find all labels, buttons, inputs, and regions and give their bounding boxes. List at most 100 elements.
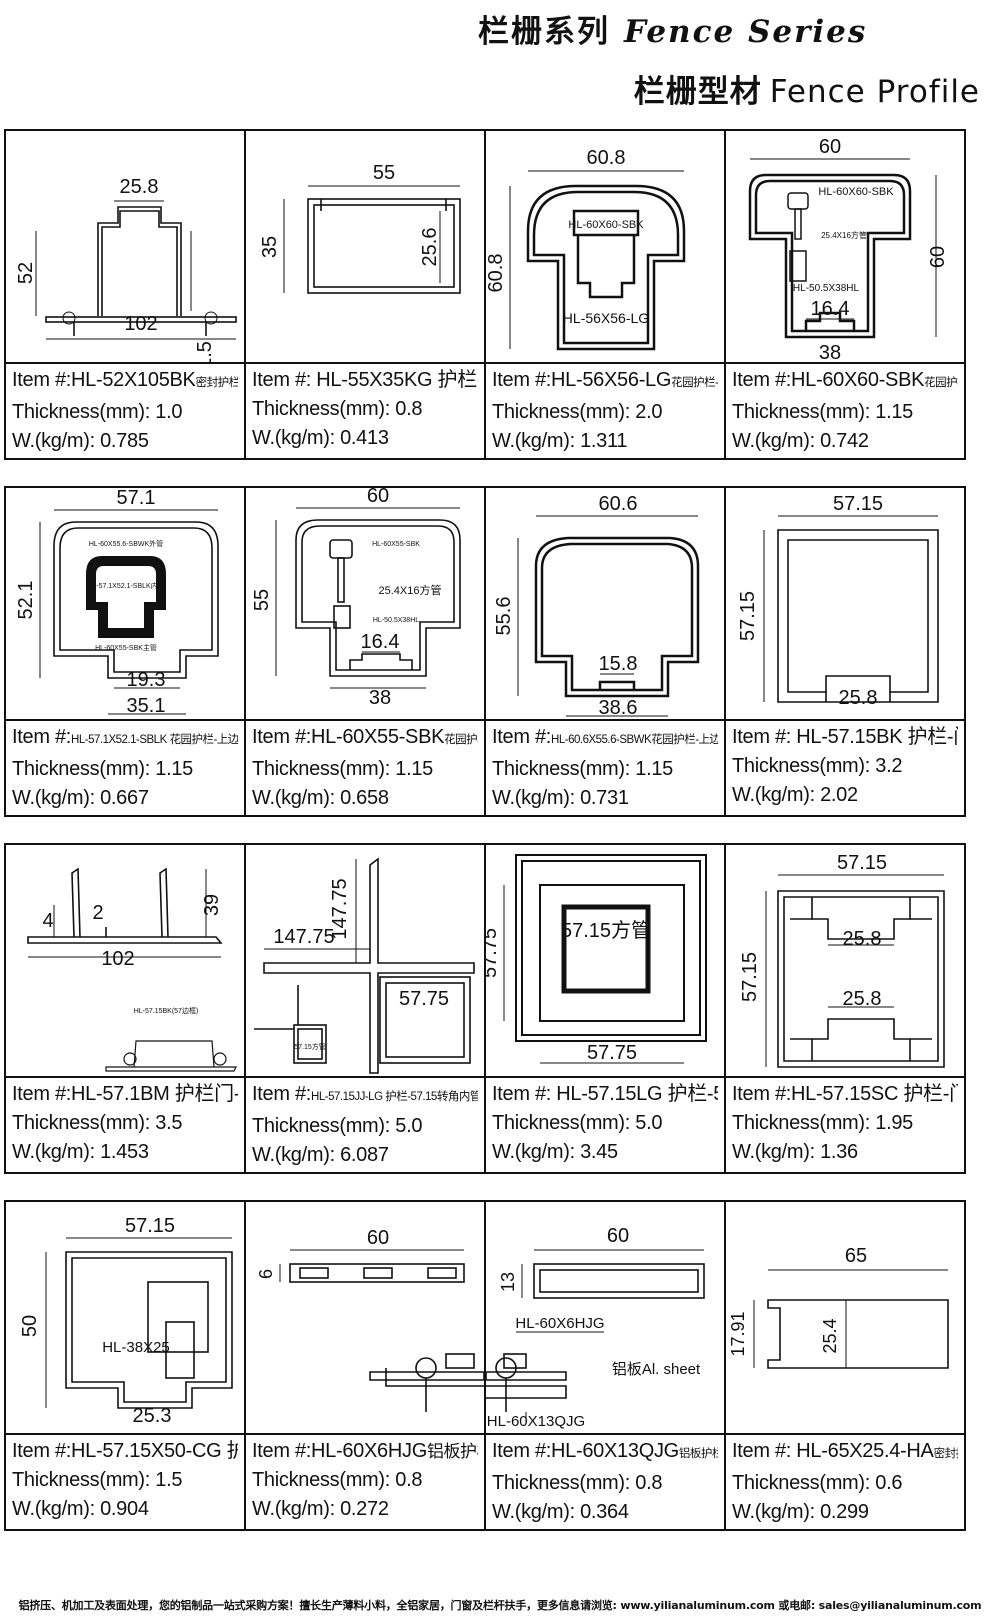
weight-value: W.(kg/m): 1.311 (492, 430, 628, 452)
footer-contact: 铝挤压、机加工及表面处理，您的铝制品一站式采购方案！擅长生产薄料小料，全铝家居，… (18, 1599, 982, 1612)
dim-label: 4 (42, 910, 53, 932)
profile-card: 57.15 50 HL-38X25 25.3 Item #:HL-57.15X5… (4, 1200, 246, 1531)
dim-label: 60 (607, 1225, 629, 1247)
item-number: Item #:HL-60.6X55.6-SBWK花园护栏-上边外框 (492, 726, 718, 748)
thickness-value: Thickness(mm): 1.15 (492, 758, 674, 780)
profile-drawing: 57.15 50 HL-38X25 25.3 (19, 1215, 233, 1427)
item-info: Item #:HL-52X105BK密封护栏-左右边框 Thickness(mm… (6, 362, 244, 458)
profile-drawing: 60 13 HL-60X6HJG 铝板Al. sheet HL-60X13QJG (486, 1225, 705, 1430)
weight-value: W.(kg/m): 0.299 (732, 1501, 869, 1523)
dim-label: 25.4 (820, 1318, 840, 1353)
item-number: Item #:HL-57.15SC 护栏-门框 (732, 1083, 958, 1105)
dim-label: 57.15 (737, 591, 759, 641)
item-info: Item #:HL-57.1X52.1-SBLK 花园护栏-上边内框 Thick… (6, 719, 244, 815)
dim-label: 57.15方管 (561, 919, 651, 942)
profile-card: 147.75 147.75 57.75 57.15方管 Item #:HL-57… (244, 843, 486, 1174)
weight-value: W.(kg/m): 0.785 (12, 430, 149, 452)
profile-card: 57.1 HL-60X55.6-SBWK外管 52.1 HL-57.1X52.1… (4, 486, 246, 817)
item-info: Item #:HL-60X60-SBK花园护栏-上边框 Thickness(mm… (726, 362, 964, 458)
weight-value: W.(kg/m): 0.364 (492, 1501, 629, 1523)
profile-drawing: 60.8 60.8 HL-60X60-SBK HL-56X56-LG (486, 147, 686, 351)
dim-label: 57.75 (486, 928, 501, 978)
dim-label: HL-60X60-SBK (818, 186, 894, 198)
item-number: Item #:HL-57.1X52.1-SBLK 花园护栏-上边内框 (12, 726, 238, 748)
dim-label: HL-60X13QJG (487, 1413, 585, 1430)
dim-label: 39 (201, 894, 223, 916)
thickness-value: Thickness(mm): 1.0 (12, 401, 183, 423)
profile-card: 60 HL-60X55-SBK 55 25.4X16方管 HL-50.5X38H… (244, 486, 486, 817)
dim-label: HL-50.5X38HL (793, 283, 860, 294)
dim-label: HL-56X56-LG (563, 310, 649, 326)
weight-value: W.(kg/m): 0.658 (252, 787, 389, 809)
thickness-value: Thickness(mm): 1.15 (252, 758, 434, 780)
dim-label: HL-60X55.6-SBWK外管 (89, 539, 163, 548)
item-number: Item #:HL-56X56-LG花园护栏-上边框外管 (492, 369, 718, 391)
dim-label: 57.15 (739, 952, 761, 1002)
dim-label: 38.6 (599, 697, 638, 719)
weight-value: W.(kg/m): 1.36 (732, 1141, 858, 1163)
dim-label: 25.8 (839, 687, 878, 709)
item-number: Item #: HL-65X25.4-HA密封护栏-竖板 (732, 1440, 958, 1462)
profile-drawing: 60.6 55.6 15.8 38.6 (493, 493, 700, 719)
dim-label: 35.1 (127, 695, 166, 717)
item-info: Item #: HL-65X25.4-HA密封护栏-竖板 Thickness(m… (726, 1433, 964, 1529)
dim-label: 57.15方管 (294, 1042, 326, 1051)
weight-value: W.(kg/m): 3.45 (492, 1141, 618, 1163)
profile-drawing: 57.15 57.15 25.8 25.8 (739, 852, 945, 1068)
profile-drawing: 25.8 52 1.5 102 (15, 176, 237, 364)
weight-value: W.(kg/m): 1.453 (12, 1141, 149, 1163)
item-number: Item #:HL-57.15X50-CG 护栏-槽管 (12, 1440, 238, 1462)
item-number: Item #: HL-57.15BK 护栏-门框 (732, 726, 958, 748)
dim-label: 60.8 (587, 147, 626, 169)
dim-label: 102 (101, 948, 134, 970)
thickness-value: Thickness(mm): 0.6 (732, 1472, 903, 1494)
profile-card: 60 HL-60X60-SBK 25.4X16方管 60 HL-50.5X38H… (724, 129, 966, 460)
dim-label: 57.15 (833, 493, 883, 515)
dim-label: HL-60X60-SBK (568, 219, 644, 231)
weight-value: W.(kg/m): 0.731 (492, 787, 629, 809)
profile-drawing: 147.75 147.75 57.75 57.15方管 (254, 857, 475, 1074)
profile-card: 25.8 52 1.5 102 Item #:HL-52X105BK密封护栏-左… (4, 129, 246, 460)
profile-drawing: 55 35 25.6 (259, 162, 461, 294)
dim-label: 60.8 (486, 254, 507, 293)
dim-label: 55 (373, 162, 395, 184)
dim-label: 16.4 (361, 631, 400, 653)
profile-drawing: 60 HL-60X60-SBK 25.4X16方管 60 HL-50.5X38H… (748, 136, 949, 364)
dim-label: 17.91 (728, 1311, 748, 1356)
dim-label: 52.1 (15, 581, 37, 620)
dim-label: 60 (367, 488, 389, 507)
item-number: Item #:HL-60X60-SBK花园护栏-上边框 (732, 369, 958, 391)
dim-label: 55.6 (493, 597, 515, 636)
item-info: Item #: HL-57.15LG 护栏-57.15内管 Thickness(… (486, 1076, 724, 1172)
profile-drawing: 57.15 57.15 25.8 (737, 493, 939, 709)
dim-label: 55 (251, 589, 273, 611)
dim-label: 铝板Al. sheet (612, 1360, 701, 1378)
item-number: Item #:HL-60X13QJG铝板护栏-前夹管 (492, 1440, 718, 1462)
dim-label: HL-38X25 (102, 1339, 170, 1356)
dim-label: HL-57.15BK(57边框) (134, 1006, 199, 1015)
dim-label: HL-60X55-SBK (372, 541, 420, 548)
weight-value: W.(kg/m): 0.904 (12, 1498, 149, 1520)
dim-label: 38 (819, 342, 841, 364)
item-number: Item #:HL-52X105BK密封护栏-左右边框 (12, 369, 238, 391)
dim-label: 50 (19, 1315, 41, 1337)
item-info: Item #:HL-60.6X55.6-SBWK花园护栏-上边外框 Thickn… (486, 719, 724, 815)
profile-card: 60 13 HL-60X6HJG 铝板Al. sheet HL-60X13QJG… (484, 1200, 726, 1531)
item-info: Item #:HL-57.1BM 护栏门-边码 Thickness(mm): 3… (6, 1076, 244, 1172)
profile-card: 60.8 60.8 HL-60X60-SBK HL-56X56-LG Item … (484, 129, 726, 460)
dim-label: 65 (845, 1245, 867, 1267)
profile-drawing: 60 HL-60X55-SBK 55 25.4X16方管 HL-50.5X38H… (251, 488, 461, 709)
dim-label: 25.6 (419, 228, 441, 267)
item-info: Item #:HL-57.15X50-CG 护栏-槽管 Thickness(mm… (6, 1433, 244, 1529)
item-number: Item #: HL-57.15LG 护栏-57.15内管 (492, 1083, 718, 1105)
thickness-value: Thickness(mm): 0.8 (252, 398, 423, 420)
profile-card: 57.75 57.15方管 57.75 Item #: HL-57.15LG 护… (484, 843, 726, 1174)
profile-drawing: 60 6 (256, 1227, 485, 1412)
dim-label: 25.8 (843, 928, 882, 950)
dim-label: 60 (927, 246, 949, 268)
dim-label: 1.5 (194, 341, 216, 364)
dim-label: 25.4X16方管 (379, 583, 442, 597)
profile-card: 55 35 25.6 Item #: HL-55X35KG 护栏-上盖 Thic… (244, 129, 486, 460)
profile-card: 60 6 Item #:HL-60X6HJG铝板护栏-后夹 Thickness(… (244, 1200, 486, 1531)
